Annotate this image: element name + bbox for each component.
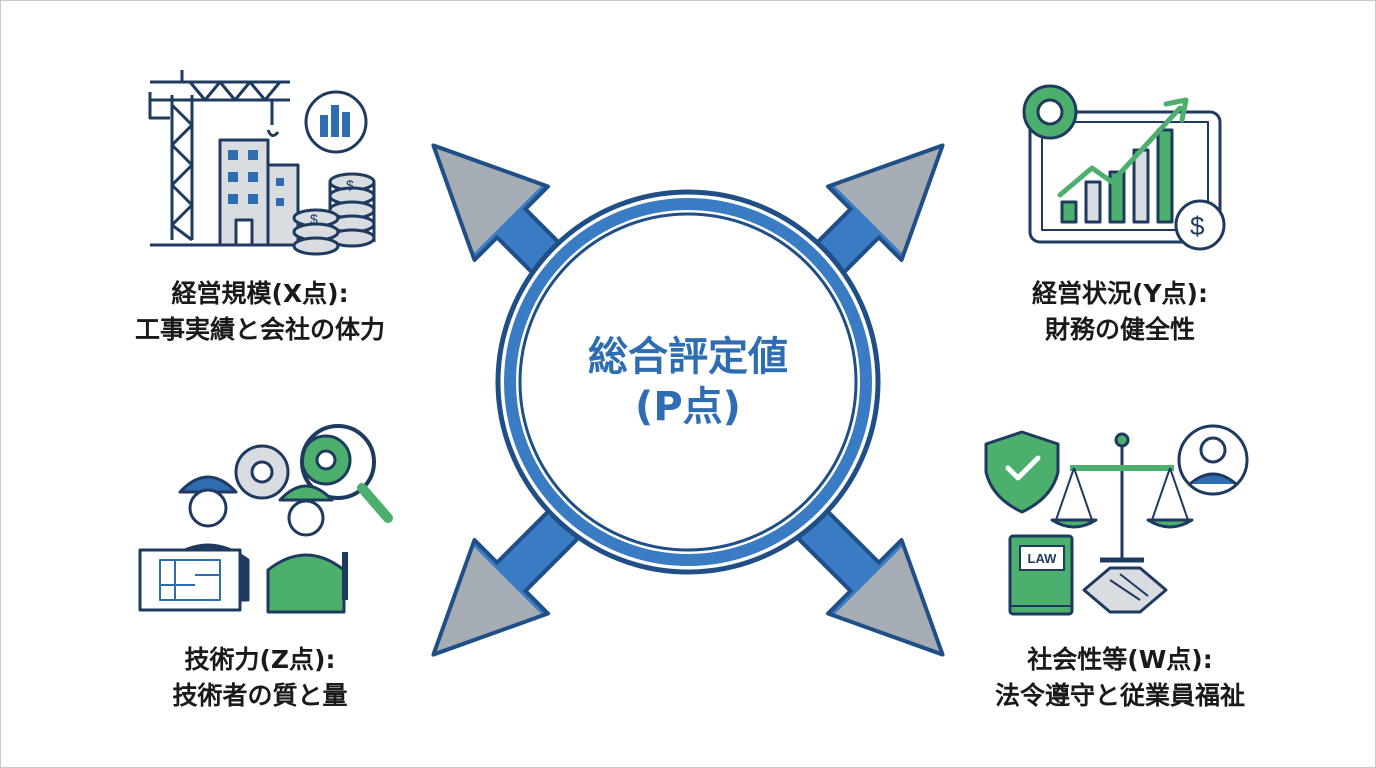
factor-w-label: 社会性等(W点): 法令遵守と従業員福祉 <box>920 642 1320 714</box>
factor-z-desc: 技術者の質と量 <box>172 681 348 710</box>
factor-x-label: 経営規模(X点): 工事実績と会社の体力 <box>60 276 460 348</box>
law-book-label: LAW <box>1028 551 1058 566</box>
factor-w-desc: 法令遵守と従業員福祉 <box>994 681 1245 710</box>
center-title: 総合評定値 (P点) <box>538 332 838 432</box>
p-score-subtitle: (P点) <box>635 384 741 430</box>
svg-text:$: $ <box>310 211 318 227</box>
factor-z-label: 技術力(Z点): 技術者の質と量 <box>60 642 460 714</box>
factor-x-title: 経営規模(X点): <box>171 279 349 308</box>
center-circle <box>495 189 881 575</box>
factor-z-title: 技術力(Z点): <box>184 645 336 674</box>
svg-text:$: $ <box>1190 211 1205 241</box>
engineers-icon <box>138 424 393 614</box>
construction-crane-icon: $ $ <box>148 70 376 256</box>
factor-y-title: 経営状況(Y点): <box>1032 279 1208 308</box>
p-score-title: 総合評定値 <box>588 334 788 380</box>
svg-text:$: $ <box>346 177 354 193</box>
factor-w-title: 社会性等(W点): <box>1027 645 1213 674</box>
factor-y-label: 経営状況(Y点): 財務の健全性 <box>920 276 1320 348</box>
justice-scale-icon <box>984 424 1249 616</box>
factor-y-desc: 財務の健全性 <box>1044 315 1195 344</box>
factor-x-desc: 工事実績と会社の体力 <box>134 315 385 344</box>
financial-chart-icon: $ <box>1022 84 1226 251</box>
